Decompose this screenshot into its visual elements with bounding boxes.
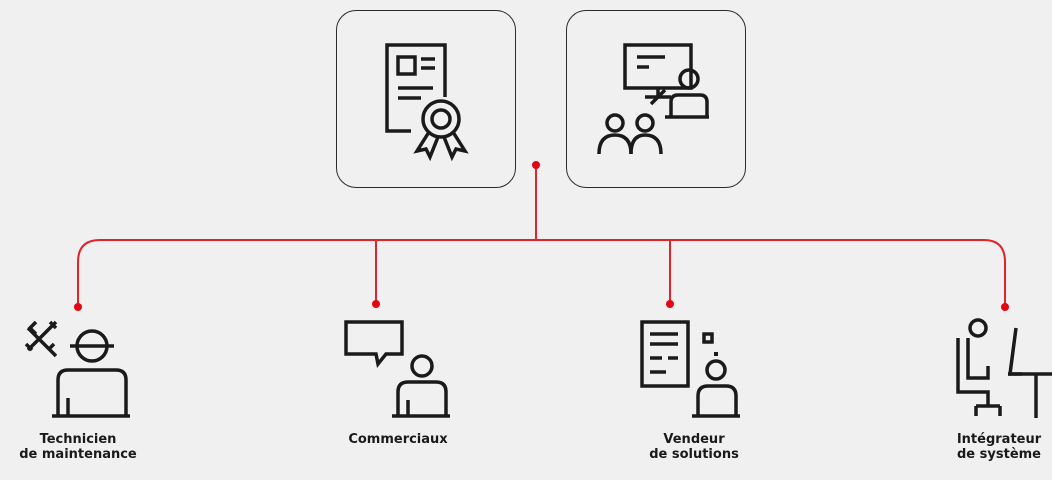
system-integrator-icon xyxy=(956,318,1052,418)
role-label-line: Technicien xyxy=(39,432,117,447)
role-label-sales: Commerciaux xyxy=(298,432,498,447)
role-label-integrator: Intégrateur de système xyxy=(899,432,1052,462)
role-label-seller: Vendeur de solutions xyxy=(594,432,794,462)
solution-seller-icon xyxy=(640,320,740,418)
certificate-card xyxy=(336,10,516,188)
maintenance-technician-icon xyxy=(24,320,130,418)
role-label-technician: Technicien de maintenance xyxy=(0,432,178,462)
connector-dot-integrator xyxy=(1001,303,1009,311)
connector-dot-seller xyxy=(666,300,674,308)
training-presentation-icon xyxy=(597,43,709,155)
role-label-line: Vendeur xyxy=(663,432,725,447)
role-label-line: Commerciaux xyxy=(348,432,448,447)
connector-dot-sales xyxy=(372,300,380,308)
certificate-icon xyxy=(385,43,469,162)
top-junction-dot xyxy=(532,161,540,169)
role-label-line: de système xyxy=(957,447,1041,462)
role-label-line: de maintenance xyxy=(19,447,137,462)
role-label-line: de solutions xyxy=(649,447,739,462)
training-card xyxy=(566,10,746,188)
connector-dot-technician xyxy=(74,303,82,311)
sales-person-chat-icon xyxy=(344,320,450,418)
role-label-line: Intégrateur xyxy=(956,432,1042,447)
